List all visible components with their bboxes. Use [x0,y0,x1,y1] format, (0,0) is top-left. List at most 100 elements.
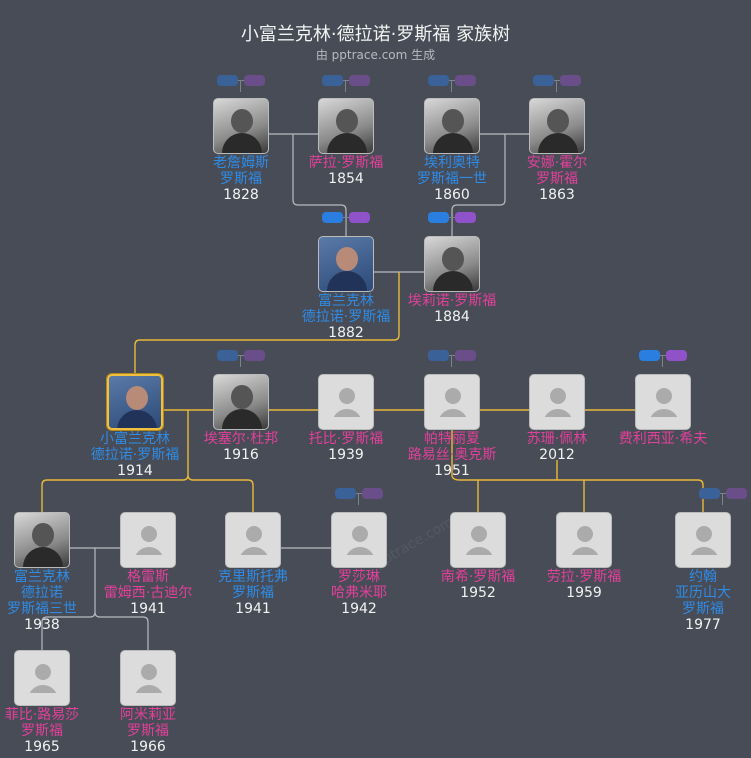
person-name[interactable]: 阿米莉亚罗斯福 [83,707,213,739]
expand-parents-toggle[interactable] [422,75,482,92]
default-avatar-icon[interactable] [529,374,585,430]
person-name[interactable]: 苏珊·佩林 [492,431,622,447]
person-name[interactable]: 老詹姆斯罗斯福 [176,155,306,187]
father-toggle-button[interactable] [322,212,343,223]
expand-parents-toggle[interactable] [329,488,389,505]
default-avatar-icon[interactable] [635,374,691,430]
person-name[interactable]: 富兰克林德拉诺罗斯福三世 [0,569,107,617]
person-name[interactable]: 菲比·路易莎罗斯福 [0,707,107,739]
person-photo[interactable] [14,512,70,568]
person-photo[interactable] [529,98,585,154]
expand-parents-toggle[interactable] [422,350,482,367]
person-photo[interactable] [424,236,480,292]
person-name[interactable]: 南希·罗斯福 [413,569,543,585]
person-name[interactable]: 约翰亚历山大罗斯福 [638,569,751,617]
expand-parents-toggle[interactable] [422,212,482,229]
mother-toggle-button[interactable] [455,212,476,223]
father-toggle-button[interactable] [335,488,356,499]
default-avatar-icon[interactable] [675,512,731,568]
default-avatar-icon[interactable] [120,512,176,568]
person-photo[interactable] [107,374,163,430]
father-toggle-button[interactable] [699,488,720,499]
person-name[interactable]: 格雷斯雷姆西·古迪尔 [83,569,213,601]
avatar-head [471,526,487,542]
person-name-line: 罗莎琳 [338,569,380,585]
default-avatar-icon[interactable] [14,650,70,706]
person-photo[interactable] [318,98,374,154]
father-toggle-button[interactable] [322,75,343,86]
person-node[interactable]: 费利西亚·希夫 [598,374,728,447]
mother-toggle-button[interactable] [362,488,383,499]
person-name[interactable]: 富兰克林德拉诺·罗斯福 [281,293,411,325]
mother-toggle-button[interactable] [560,75,581,86]
person-photo[interactable] [424,98,480,154]
father-toggle-button[interactable] [533,75,554,86]
person-name[interactable]: 费利西亚·希夫 [598,431,728,447]
father-toggle-button[interactable] [428,350,449,361]
default-avatar-icon[interactable] [120,650,176,706]
person-name[interactable]: 小富兰克林德拉诺·罗斯福 [70,431,200,463]
mother-toggle-button[interactable] [726,488,747,499]
person-photo[interactable] [318,236,374,292]
mother-toggle-button[interactable] [349,212,370,223]
default-avatar-icon[interactable] [424,374,480,430]
father-toggle-button[interactable] [639,350,660,361]
mother-toggle-button[interactable] [455,350,476,361]
mother-toggle-button[interactable] [244,75,265,86]
mother-toggle-button[interactable] [455,75,476,86]
father-toggle-button[interactable] [217,350,238,361]
person-birth-year: 1952 [460,585,496,601]
father-toggle-button[interactable] [217,75,238,86]
person-name[interactable]: 托比·罗斯福 [281,431,411,447]
person-photo[interactable] [213,98,269,154]
expand-parents-toggle[interactable] [316,75,376,92]
person-name[interactable]: 埃利奥特罗斯福一世 [387,155,517,187]
person-name[interactable]: 萨拉·罗斯福 [281,155,411,171]
person-name[interactable]: 埃塞尔·杜邦 [176,431,306,447]
default-avatar-icon[interactable] [556,512,612,568]
person-photo[interactable] [213,374,269,430]
expand-parents-toggle[interactable] [693,488,751,505]
person-name[interactable]: 克里斯托弗罗斯福 [188,569,318,601]
default-avatar-icon[interactable] [331,512,387,568]
father-toggle-button[interactable] [428,212,449,223]
person-name[interactable]: 劳拉·罗斯福 [519,569,649,585]
person-name[interactable]: 帕特丽夏路易丝·奥克斯 [387,431,517,463]
person-name[interactable]: 罗莎琳哈弗米耶 [294,569,424,601]
person-name[interactable]: 安娜·霍尔罗斯福 [492,155,622,187]
expand-parents-toggle[interactable] [211,75,271,92]
default-avatar-icon[interactable] [450,512,506,568]
expand-parents-toggle[interactable] [527,75,587,92]
expand-parents-toggle[interactable] [316,212,376,229]
mother-toggle-button[interactable] [244,350,265,361]
default-avatar-icon[interactable] [225,512,281,568]
mother-toggle-button[interactable] [349,75,370,86]
default-avatar-icon[interactable] [318,374,374,430]
expand-parents-toggle[interactable] [633,350,693,367]
person-name[interactable]: 埃莉诺·罗斯福 [387,293,517,309]
person-name-line: 克里斯托弗 [218,569,288,585]
mother-toggle-button[interactable] [666,350,687,361]
father-toggle-button[interactable] [428,75,449,86]
expand-parents-toggle[interactable] [211,350,271,367]
